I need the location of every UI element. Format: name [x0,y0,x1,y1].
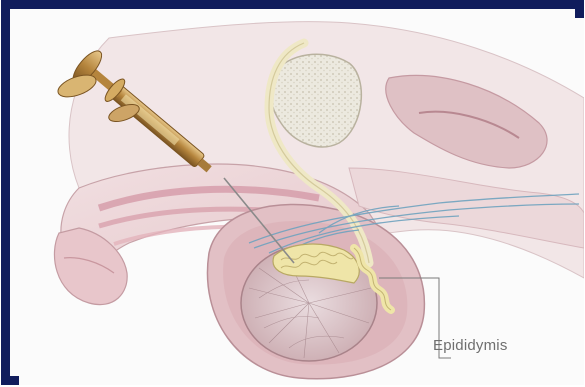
illustration-canvas [19,18,584,385]
epididymis-label: Epididymis [433,337,508,354]
anatomy-illustration [19,18,584,385]
